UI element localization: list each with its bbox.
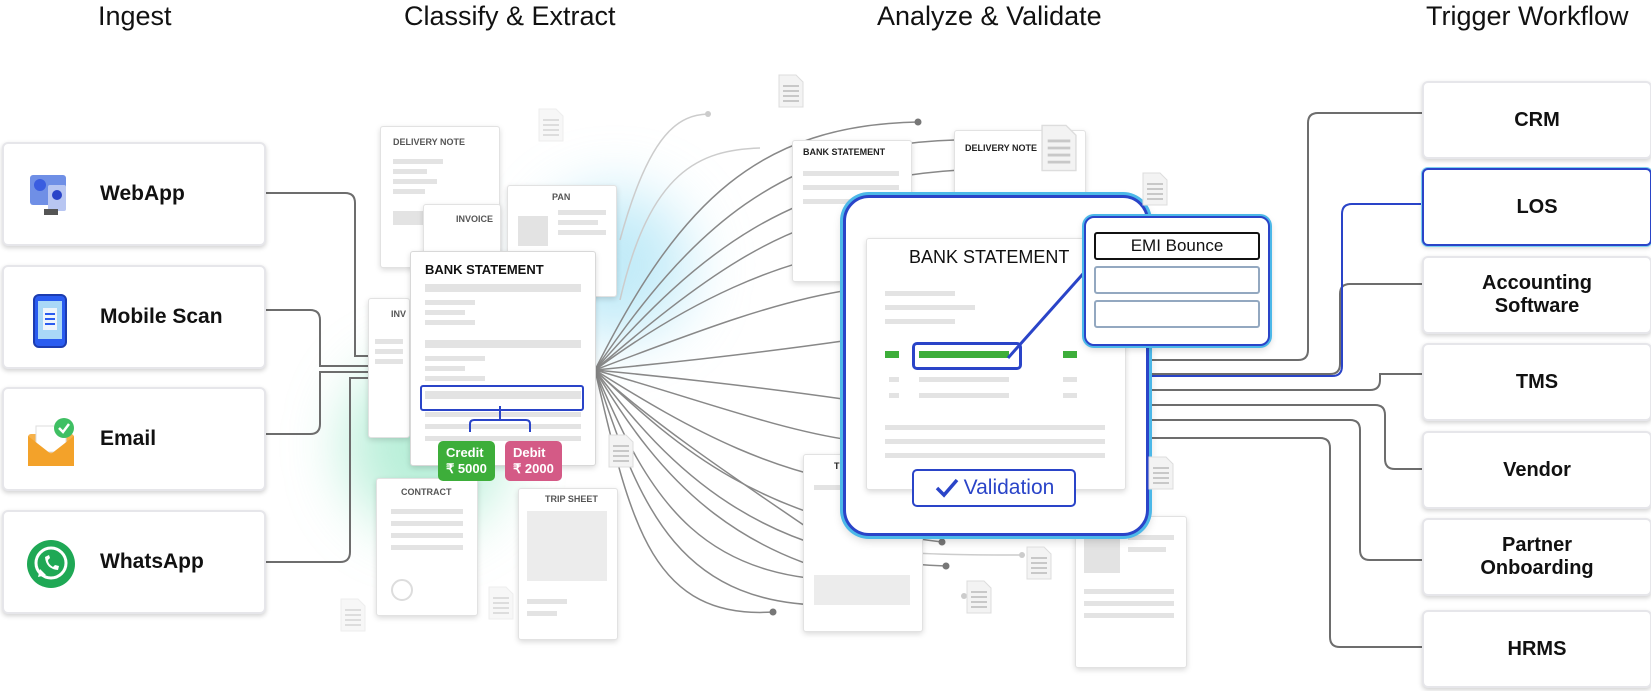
document-icon <box>340 598 366 632</box>
id-doc <box>1075 516 1187 668</box>
heading-analyze-validate: Analyze & Validate <box>877 1 1102 31</box>
destination-crm[interactable]: CRM <box>1422 81 1651 159</box>
ingest-connectors <box>262 192 370 563</box>
webapp-icon <box>26 171 74 219</box>
credit-pill: Credit ₹ 5000 <box>438 441 495 481</box>
email-icon <box>26 416 74 466</box>
validation-badge: Validation <box>912 469 1076 507</box>
document-icon <box>488 586 514 620</box>
bank-statement-doc: BANK STATEMENT <box>410 251 596 466</box>
checkmark-icon <box>935 478 958 498</box>
document-icon <box>538 108 564 142</box>
emi-popup: EMI Bounce <box>1084 216 1270 346</box>
heading-classify-extract: Classify & Extract <box>404 1 616 31</box>
document-icon <box>1148 456 1174 490</box>
mobile-scan-icon <box>26 294 74 348</box>
document-icon <box>1026 546 1052 580</box>
document-icon <box>608 434 634 468</box>
destination-los[interactable]: LOS <box>1422 168 1651 246</box>
source-email-card[interactable]: Email <box>2 387 266 491</box>
source-label: Mobile Scan <box>100 305 223 328</box>
source-label: Email <box>100 427 157 450</box>
extract-connector <box>469 406 531 432</box>
los-connector <box>1145 203 1422 377</box>
destination-accounting-software[interactable]: Accounting Software <box>1422 256 1651 334</box>
heading-ingest: Ingest <box>98 1 172 31</box>
document-icon <box>778 74 804 108</box>
faint-dots <box>705 111 1025 599</box>
heading-trigger-workflow: Trigger Workflow <box>1426 1 1629 31</box>
source-webapp-card[interactable]: WebApp <box>2 142 266 246</box>
emi-bounce-label: EMI Bounce <box>1094 232 1260 260</box>
source-mobile-scan-card[interactable]: Mobile Scan <box>2 265 266 369</box>
destination-vendor[interactable]: Vendor <box>1422 431 1651 509</box>
destination-tms[interactable]: TMS <box>1422 343 1651 421</box>
destination-partner-onboarding[interactable]: Partner Onboarding <box>1422 518 1651 596</box>
whatsapp-icon <box>26 539 75 588</box>
source-label: WhatsApp <box>100 550 204 573</box>
source-label: WebApp <box>100 182 185 205</box>
contract-doc: CONTRACT <box>376 478 478 616</box>
emi-pointer-line <box>1006 265 1092 359</box>
document-icon <box>1142 172 1168 206</box>
debit-pill: Debit ₹ 2000 <box>505 441 562 481</box>
trigger-connectors <box>1145 112 1422 648</box>
source-whatsapp-card[interactable]: WhatsApp <box>2 510 266 614</box>
document-icon <box>1041 124 1077 172</box>
trip-sheet-doc: TRIP SHEET <box>518 488 618 640</box>
destination-hrms[interactable]: HRMS <box>1422 610 1651 688</box>
invoice-partial-doc: INV <box>368 298 410 438</box>
emi-empty-row <box>1094 300 1260 328</box>
document-icon <box>966 580 992 614</box>
emi-empty-row <box>1094 266 1260 294</box>
